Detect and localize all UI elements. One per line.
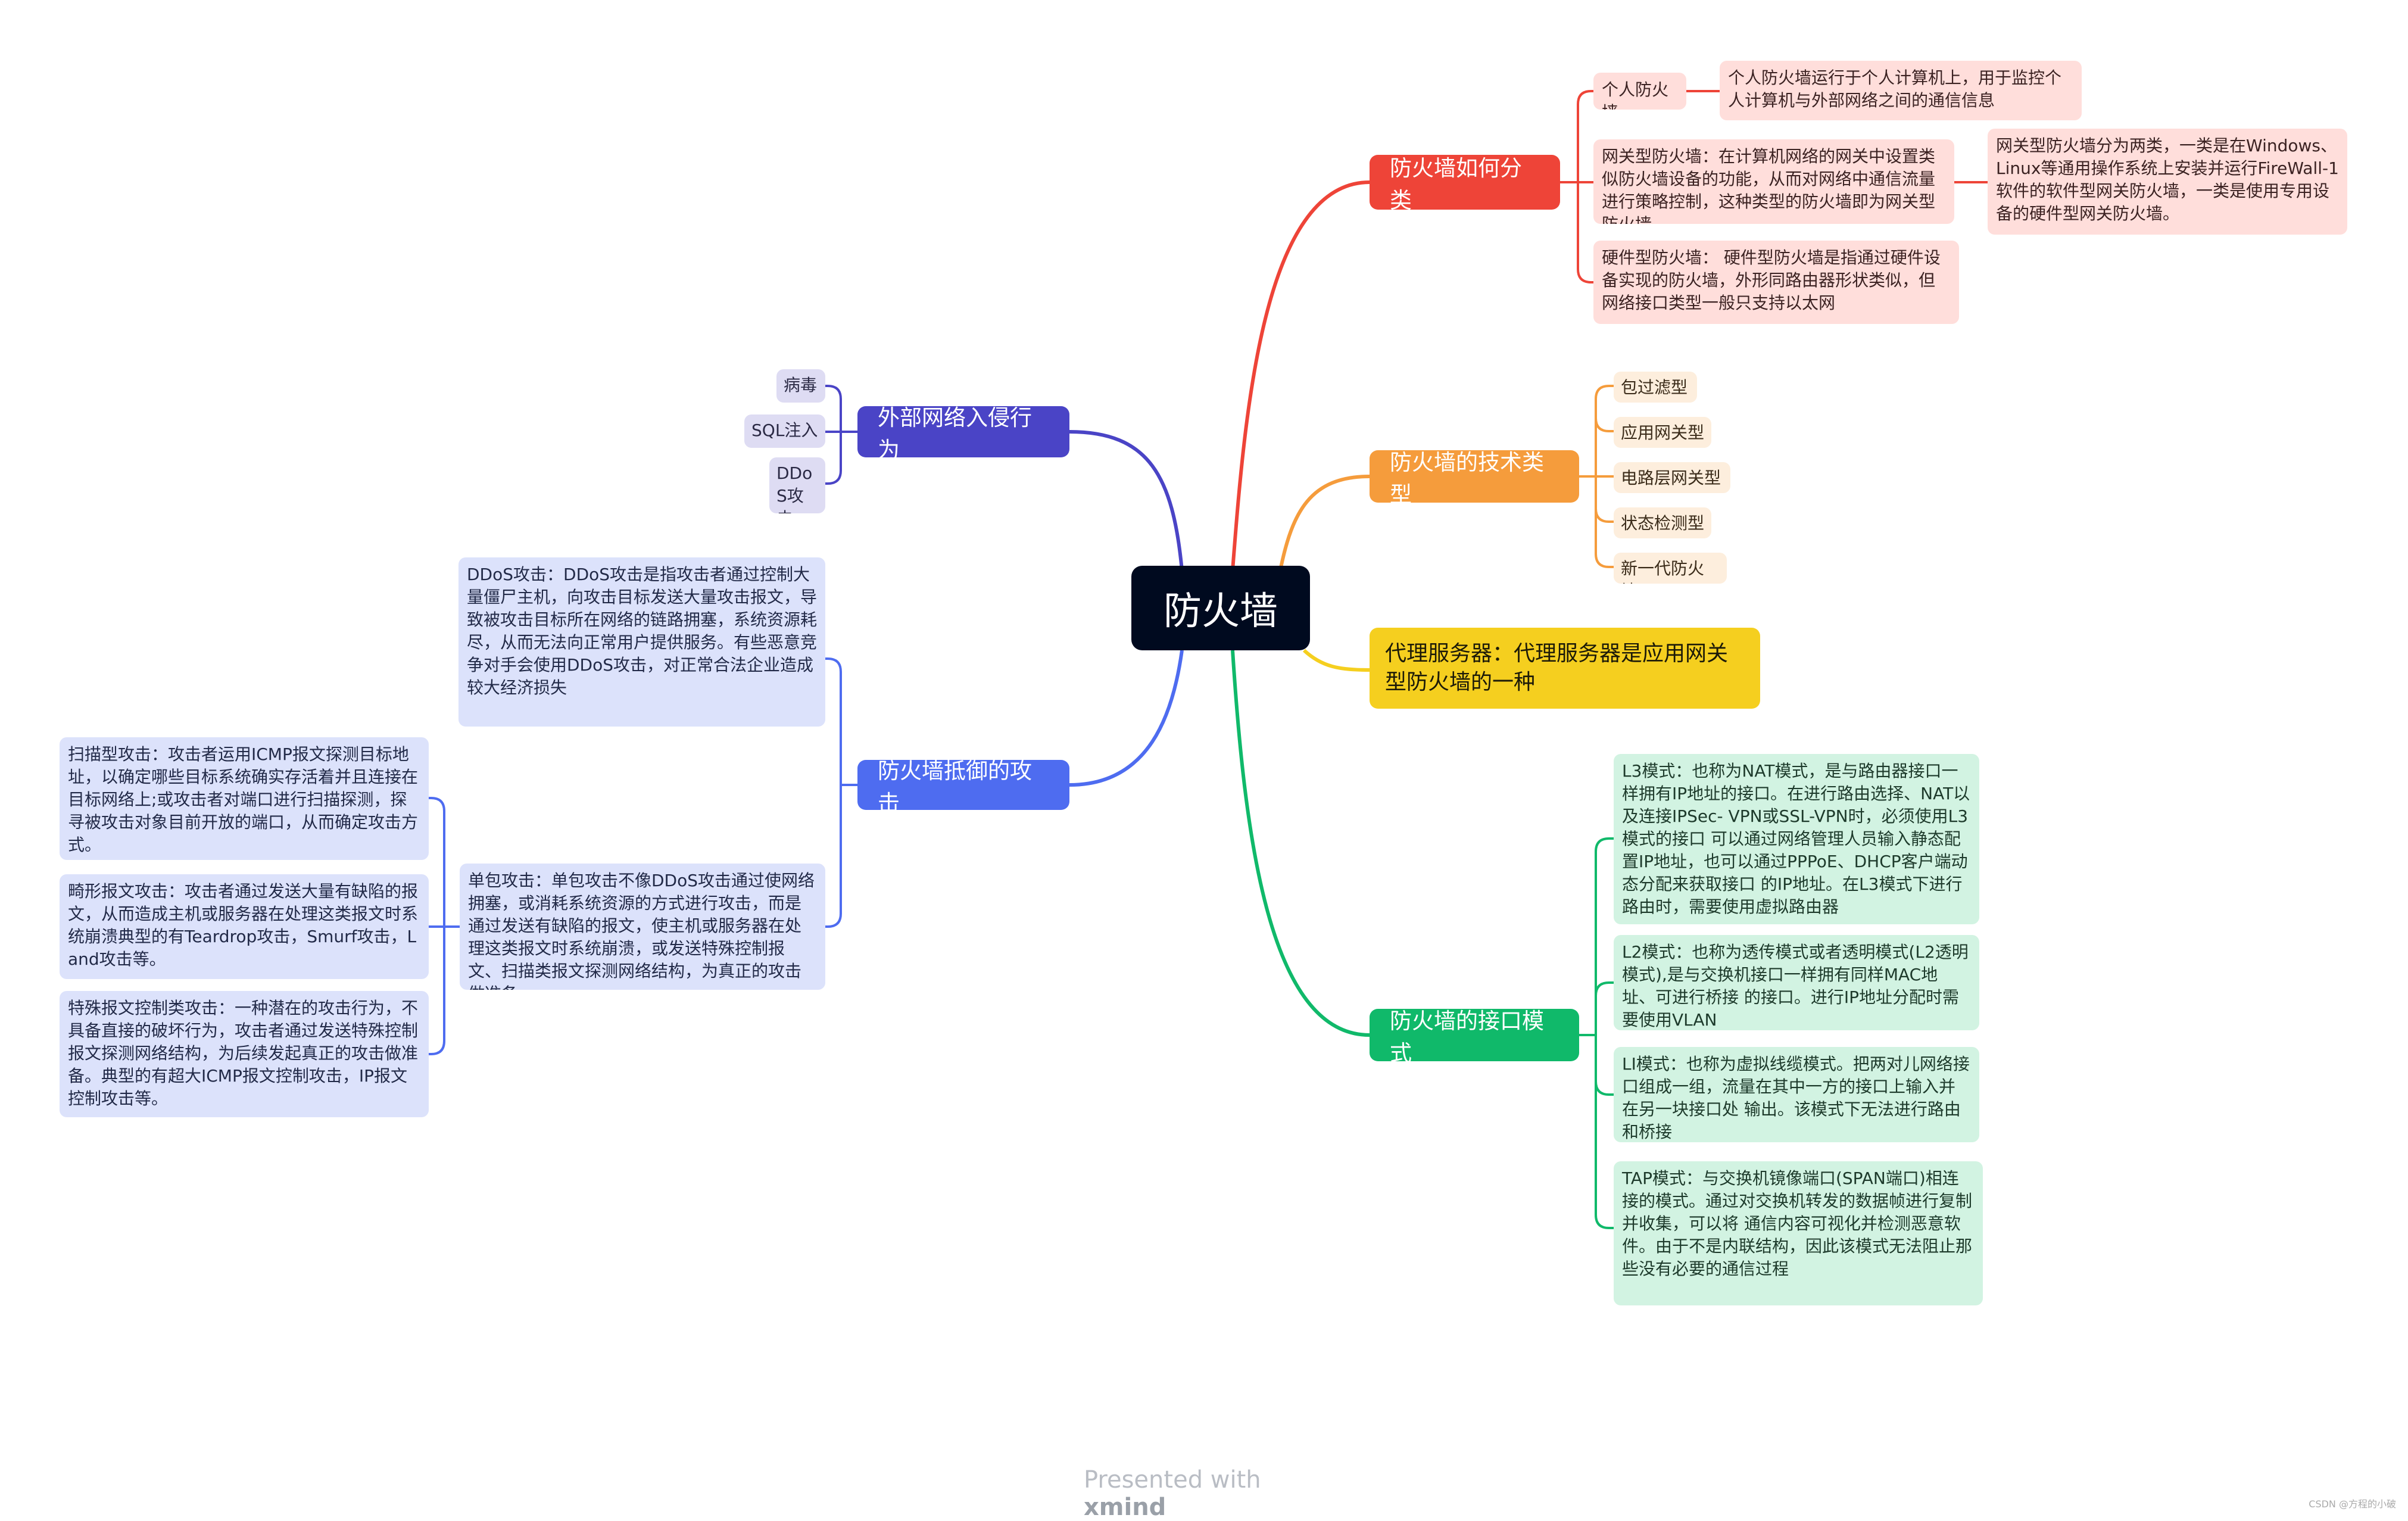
iface-li-mode[interactable]: LI模式：也称为虚拟线缆模式。把两对儿网络接口组成一组，流量在其中一方的接口上输… — [1614, 1047, 1979, 1142]
link-root-classify — [1231, 180, 1370, 571]
intrusion-virus[interactable]: 病毒 — [776, 369, 825, 403]
intrusion-ddos[interactable]: DDoS攻击 — [769, 457, 825, 513]
root-topic[interactable]: 防火墙 — [1131, 566, 1310, 650]
iface-branch-lines — [1579, 837, 1614, 1229]
defense-ddos-attack[interactable]: DDoS攻击：DDoS攻击是指攻击者通过控制大量僵尸主机，向攻击目标发送大量攻击… — [458, 557, 825, 727]
defense-single-packet-attack[interactable]: 单包攻击：单包攻击不像DDoS攻击通过使网络拥塞，或消耗系统资源的方式进行攻击，… — [460, 864, 825, 990]
defense-scan-attack[interactable]: 扫描型攻击：攻击者运用ICMP报文探测目标地址，以确定哪些目标系统确实存活着并且… — [60, 737, 429, 860]
classify-personal[interactable]: 个人防火墙 — [1593, 73, 1686, 110]
classify-gateway[interactable]: 网关型防火墙：在计算机网络的网关中设置类似防火墙设备的功能，从而对网络中通信流量… — [1593, 139, 1954, 224]
classify-personal-desc[interactable]: 个人防火墙运行于个人计算机上，用于监控个人计算机与外部网络之间的通信信息 — [1720, 61, 2082, 120]
topic-proxy-server[interactable]: 代理服务器：代理服务器是应用网关型防火墙的一种 — [1370, 628, 1760, 709]
tech-item-packet-filter[interactable]: 包过滤型 — [1614, 372, 1697, 403]
topic-interface-modes[interactable]: 防火墙的接口模式 — [1370, 1009, 1579, 1061]
presented-with-xmind: Presented with xmind — [1084, 1466, 1322, 1521]
link-root-iface — [1231, 650, 1370, 1037]
tech-item-app-gateway[interactable]: 应用网关型 — [1614, 417, 1711, 448]
csdn-watermark: CSDN @方程的小破 — [2309, 1498, 2396, 1510]
topic-external-intrusion[interactable]: 外部网络入侵行为 — [857, 406, 1069, 457]
topic-tech-types[interactable]: 防火墙的技术类型 — [1370, 450, 1579, 503]
defense-malformed-packet-attack[interactable]: 畸形报文攻击：攻击者通过发送大量有缺陷的报文，从而造成主机或服务器在处理这类报文… — [60, 874, 429, 979]
iface-l3-mode[interactable]: L3模式：也称为NAT模式，是与路由器接口一样拥有IP地址的接口。在进行路由选择… — [1614, 754, 1979, 924]
defense-branch-lines — [429, 657, 857, 1055]
xmind-brand: xmind — [1084, 1494, 1166, 1521]
classify-hardware[interactable]: 硬件型防火墙： 硬件型防火墙是指通过硬件设备实现的防火墙，外形同路由器形状类似，… — [1593, 241, 1959, 324]
topic-defended-attacks[interactable]: 防火墙抵御的攻击 — [857, 760, 1069, 810]
classify-gateway-desc[interactable]: 网关型防火墙分为两类，一类是在Windows、Linux等通用操作系统上安装并运… — [1988, 129, 2347, 235]
tech-item-stateful[interactable]: 状态检测型 — [1614, 507, 1711, 538]
intrusion-branch-lines — [825, 385, 857, 485]
link-root-tech — [1278, 475, 1370, 571]
defense-special-control-attack[interactable]: 特殊报文控制类攻击：一种潜在的攻击行为，不具备直接的破坏行为，攻击者通过发送特殊… — [60, 991, 429, 1117]
intrusion-sql-injection[interactable]: SQL注入 — [744, 414, 825, 448]
presented-text: Presented with — [1084, 1466, 1261, 1494]
tech-branch-lines — [1579, 385, 1614, 568]
topic-classify[interactable]: 防火墙如何分类 — [1370, 155, 1560, 210]
link-root-proxy — [1302, 649, 1370, 672]
tech-item-nextgen[interactable]: 新一代防火墙 — [1614, 553, 1727, 584]
link-root-intrusion — [1069, 430, 1184, 571]
iface-tap-mode[interactable]: TAP模式：与交换机镜像端口(SPAN端口)相连接的模式。通过对交换机转发的数据… — [1614, 1161, 1983, 1305]
tech-item-circuit-gateway[interactable]: 电路层网关型 — [1614, 462, 1730, 493]
link-root-defense — [1069, 650, 1184, 787]
classify-branch-lines — [1560, 90, 1988, 283]
iface-l2-mode[interactable]: L2模式：也称为透传模式或者透明模式(L2透明模式),是与交换机接口一样拥有同样… — [1614, 935, 1979, 1030]
